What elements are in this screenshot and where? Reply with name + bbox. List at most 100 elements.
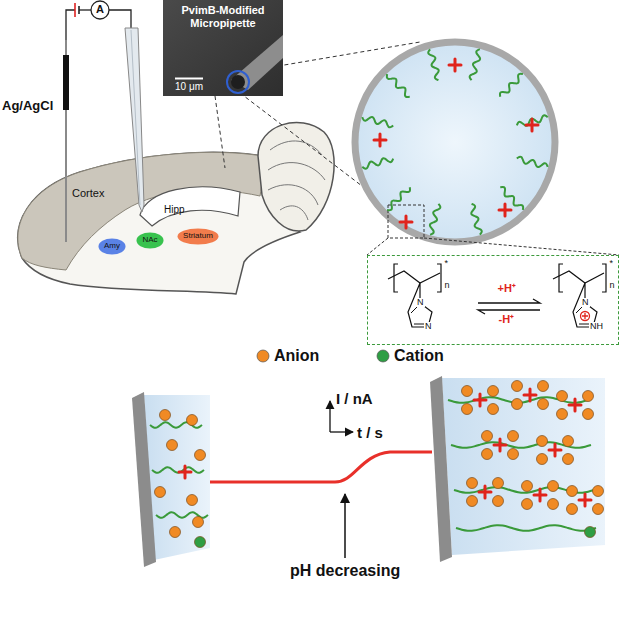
anion <box>537 454 548 465</box>
anion <box>548 481 559 492</box>
ammeter-label: A <box>95 3 105 16</box>
axis-label: I / nA <box>336 390 373 407</box>
atom-label: * <box>609 259 615 269</box>
imidazole-ring <box>408 283 432 327</box>
positive-charge <box>569 399 581 411</box>
sem-background <box>163 0 283 96</box>
brain-region: NAc <box>136 232 164 249</box>
axis-arrow <box>330 431 353 432</box>
zoom-leader <box>367 238 388 255</box>
ammeter-symbol <box>91 1 109 19</box>
pipette-cross-section <box>355 42 555 242</box>
positive-charge <box>499 204 511 216</box>
equilibrium-arrow <box>478 299 540 303</box>
electrode-label: Ag/AgCl <box>2 99 53 114</box>
legend-entry: Anion <box>256 347 319 365</box>
anion <box>195 450 206 461</box>
wire <box>79 9 91 10</box>
micropipette <box>125 28 144 212</box>
anion <box>563 436 574 447</box>
polymer-chain <box>500 74 523 97</box>
atom-label: NH <box>589 322 604 332</box>
anion <box>563 454 574 465</box>
anion <box>482 449 493 460</box>
region-fill <box>178 228 219 244</box>
positive-charge <box>179 466 191 478</box>
polymer-chain <box>470 49 480 80</box>
cerebellum-folds <box>268 141 325 220</box>
anion <box>512 399 523 410</box>
polymer-chain <box>517 157 548 167</box>
positive-charge <box>534 489 546 501</box>
positive-charge <box>479 486 491 498</box>
anion <box>567 486 578 497</box>
anion <box>548 499 559 510</box>
anion <box>538 399 549 410</box>
polymer-chain <box>387 187 410 210</box>
anion <box>167 440 178 451</box>
anion <box>193 517 204 528</box>
brain-region: Amy <box>98 238 126 255</box>
positive-charge <box>400 216 412 228</box>
proton-label: -H⁺ <box>498 313 516 325</box>
anion <box>593 504 604 515</box>
hippocampus-region <box>140 187 240 226</box>
anion <box>467 478 478 489</box>
anion <box>482 431 493 442</box>
positive-charge <box>474 394 486 406</box>
legend-entry: Cation <box>376 347 444 365</box>
axis-arrow <box>329 401 330 432</box>
cation <box>585 527 596 538</box>
anion <box>538 381 549 392</box>
wire <box>109 10 131 28</box>
anion <box>488 404 499 415</box>
anion <box>493 496 504 507</box>
region-name: Hipp <box>164 204 185 215</box>
anion <box>467 496 478 507</box>
anion <box>512 381 523 392</box>
legend-swatch-circle <box>257 350 269 362</box>
polymer-chain <box>456 525 596 531</box>
pipette-opening <box>231 75 245 89</box>
atom-label: n <box>444 281 451 291</box>
charge-symbol <box>581 312 590 321</box>
charge-symbol <box>582 313 588 319</box>
cation <box>195 537 206 548</box>
chemistry-box: *nNN+H⁺-H⁺*nNNH <box>367 255 619 345</box>
atom-label: N <box>424 322 433 332</box>
battery-symbol <box>74 3 76 17</box>
positive-charge <box>494 439 506 451</box>
anion <box>557 409 568 420</box>
scale-bar <box>175 78 203 80</box>
anion <box>488 386 499 397</box>
anion <box>187 415 198 426</box>
polymer-chain <box>471 204 481 235</box>
anion <box>187 495 198 506</box>
anion <box>462 404 473 415</box>
zoom-leader <box>240 93 362 186</box>
anion <box>160 410 171 421</box>
region-name: NAc <box>142 236 157 245</box>
proton-label: +H⁺ <box>497 282 517 294</box>
region-fill <box>137 232 164 248</box>
anion <box>493 478 504 489</box>
positive-charge <box>549 444 561 456</box>
positive-charge <box>526 119 538 131</box>
polymer-backbone <box>553 271 604 283</box>
anion <box>537 436 548 447</box>
scale-label: 10 μm <box>175 81 203 93</box>
anion <box>557 391 568 402</box>
region-name: Striatum <box>183 232 213 241</box>
polymer-chain <box>362 158 393 168</box>
legend-swatch-circle <box>377 350 389 362</box>
event-label: pH decreasing <box>290 562 400 580</box>
anion <box>522 499 533 510</box>
zoom-box <box>388 205 424 238</box>
imidazolium-ring <box>573 283 597 327</box>
event-arrow <box>344 494 346 558</box>
solution-panel <box>442 378 605 555</box>
anion <box>567 504 578 515</box>
anion <box>583 391 594 402</box>
